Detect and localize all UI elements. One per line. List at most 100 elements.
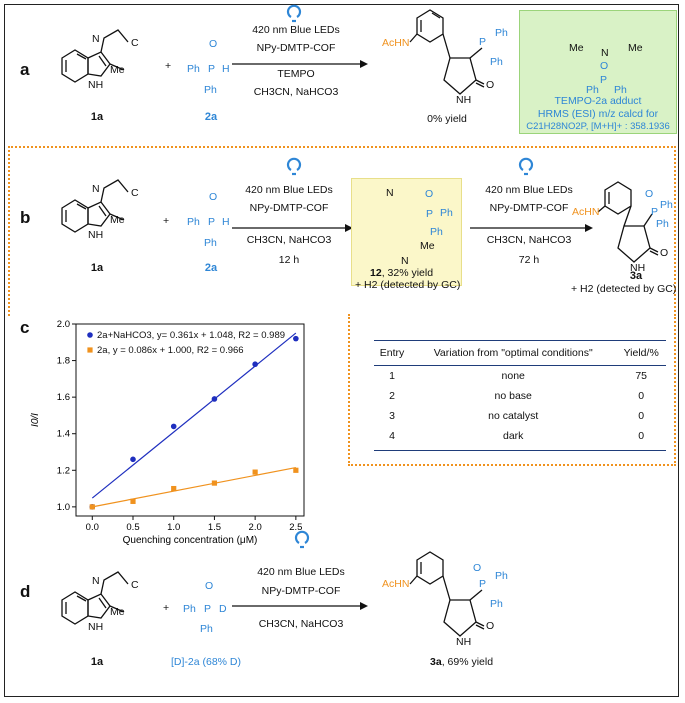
nh-prod-a: NH	[456, 94, 472, 106]
label-3a-b: 3a	[629, 270, 643, 282]
cell-variation: no base	[494, 390, 532, 402]
table-row: 1 none 75	[374, 366, 666, 387]
tempo-me2: Me	[628, 42, 643, 54]
o-2a-a: O	[209, 38, 218, 50]
p-prod-a: P	[479, 36, 487, 48]
ph2-2a-d: Ph	[200, 623, 213, 635]
data-point-series-2	[89, 504, 95, 510]
label-12-yield: , 32% yield	[381, 267, 434, 279]
label-2a-a: 2a	[204, 111, 218, 123]
cond-b2-2: NPy-DMTP-COF	[489, 202, 569, 214]
y-tick-label: 1.6	[57, 392, 70, 403]
cond-b1-4: 12 h	[278, 254, 300, 266]
cond-a-3: TEMPO	[277, 68, 315, 80]
lightbulb-icons	[286, 4, 534, 549]
n-12-bottom: N	[401, 255, 409, 267]
data-point-series-2	[211, 480, 218, 486]
plus-b: +	[163, 215, 170, 227]
label-2a-b: 2a	[204, 262, 218, 274]
cell-entry: 2	[389, 390, 395, 402]
panel-c-letter: c	[20, 318, 30, 337]
me-d: Me	[110, 606, 125, 618]
th-entry: Entry	[374, 340, 411, 366]
th-variation: Variation from "optimal conditions"	[410, 340, 617, 366]
data-point-series-2	[293, 467, 299, 473]
tempo-adduct-title: TEMPO-2a adduct	[554, 95, 642, 107]
cell-yield: 75	[635, 370, 648, 382]
p-2a-b: P	[208, 216, 216, 228]
cond-b1-3: CH3CN, NaHCO3	[246, 234, 332, 246]
tempo-p: P	[600, 74, 608, 86]
ph-prod-b: Ph	[660, 199, 673, 211]
cond-b1-1: 420 nm Blue LEDs	[245, 184, 333, 196]
label-1a-b: 1a	[90, 262, 104, 274]
label-d2a-d: [D]-2a (68% D)	[170, 656, 242, 668]
cond-d-2: NPy-DMTP-COF	[261, 585, 341, 597]
fit-line-series-2	[92, 466, 296, 508]
table-row: 4 dark 0	[374, 426, 666, 451]
nh-d: NH	[88, 621, 104, 633]
product-3a-structure-b	[597, 181, 659, 263]
tempo-o: O	[600, 60, 609, 72]
y-tick-label: 1.4	[57, 429, 70, 440]
d-2a-d: D	[219, 603, 227, 615]
data-point-series-1	[252, 361, 258, 368]
h-2a-b: H	[222, 216, 230, 228]
figure-frame	[4, 4, 679, 697]
panel-d-letter: d	[20, 582, 31, 601]
y-tick-label: 2.0	[57, 319, 70, 330]
c-isocyanide-a: C	[131, 37, 139, 49]
achn-d: AcHN	[382, 578, 410, 590]
plot-area-frame	[75, 323, 305, 517]
x-tick-label: 0.0	[86, 522, 99, 533]
arrowheads	[345, 60, 593, 610]
ph-prod-a: Ph	[495, 27, 508, 39]
y-tick-label: 1.2	[57, 465, 70, 476]
cell-variation: dark	[410, 426, 617, 451]
label-3a-d-num: 3a	[430, 656, 442, 668]
nh-prod-d: NH	[456, 636, 472, 648]
o-prod-d: O	[473, 562, 482, 574]
indole-1a-structure-d	[61, 571, 129, 625]
data-point-series-1	[211, 396, 218, 402]
intermediate-12-box	[351, 178, 462, 286]
label-3a-d: 3a, 69% yield	[430, 656, 493, 668]
o2-prod-b: O	[660, 247, 669, 259]
y-tick-label: 1.0	[57, 502, 70, 513]
x-tick-label: 1.0	[167, 522, 180, 533]
x-axis-label: Quenching concentration (μM)	[123, 535, 258, 546]
tempo-ph2: Ph	[614, 84, 627, 96]
x-tick-label: 1.5	[208, 522, 221, 533]
data-point-series-2	[171, 485, 177, 492]
cell-entry: 4	[374, 426, 411, 451]
label-1a-a: 1a	[90, 111, 104, 123]
o-12: O	[425, 188, 434, 200]
legend-series-1: 2a+NaHCO3, y= 0.361x + 1.048, R2 = 0.989	[97, 330, 286, 341]
table-dashed-border	[348, 314, 676, 466]
cond-b2-1: 420 nm Blue LEDs	[485, 184, 573, 196]
x-tick-label: 2.5	[289, 522, 302, 533]
cell-entry: 1	[389, 370, 395, 382]
panel-b-dashed-border	[8, 146, 676, 316]
o2-prod-d: O	[486, 620, 495, 632]
h2-12: + H2 (detected by GC)	[355, 279, 461, 291]
n-12-top: N	[386, 187, 394, 199]
nh-a: NH	[88, 79, 104, 91]
c-isocyanide-d: C	[131, 579, 139, 591]
ph-2a-d: Ph	[183, 603, 196, 615]
o-prod-a: O	[486, 79, 495, 91]
n-isocyanide-d: N	[92, 575, 100, 587]
cell-yield: 0	[616, 426, 666, 451]
cond-b2-4: 72 h	[518, 254, 540, 266]
p-12: P	[426, 208, 434, 220]
cell-variation: no catalyst	[488, 410, 539, 422]
legend-series-2: 2a, y = 0.086x + 1.000, R2 = 0.966	[97, 345, 244, 356]
cond-d-3: CH3CN, NaHCO3	[258, 618, 344, 630]
c-isocyanide-b: C	[131, 187, 139, 199]
x-tick-label: 2.0	[249, 522, 262, 533]
label-12-num: 12	[370, 267, 382, 279]
y-axis-label: I0/I	[30, 413, 41, 427]
y-tick-label: 1.8	[57, 356, 70, 367]
nh-prod-b: NH	[630, 262, 646, 274]
